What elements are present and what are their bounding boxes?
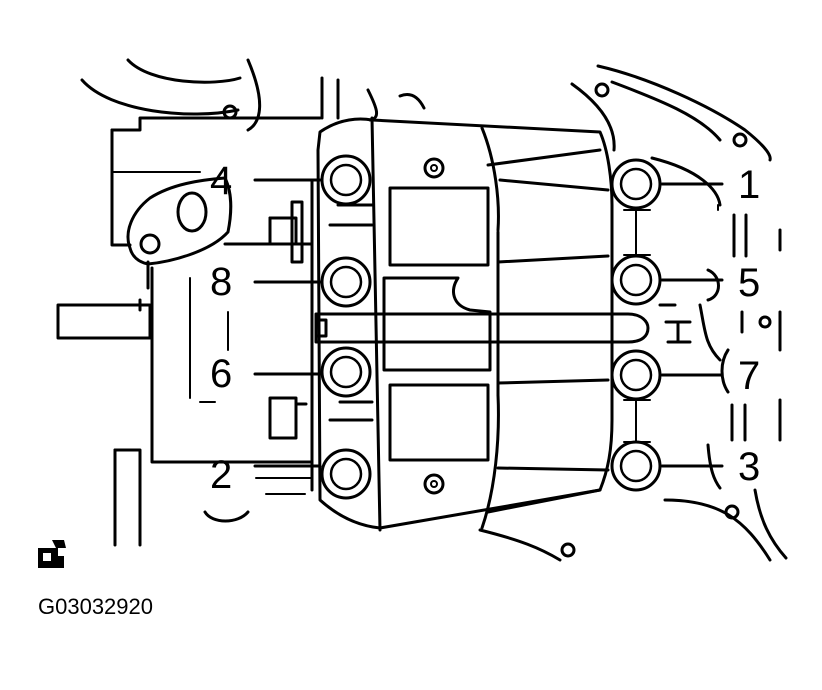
bolt-number-labels: 4 8 6 2 1 5 7 3 <box>210 159 760 497</box>
bearing-cap-body <box>310 116 614 532</box>
tie-bar <box>314 312 650 344</box>
figure-code: G03032920 <box>38 594 153 619</box>
bolt-1 <box>610 158 662 210</box>
bolt-label-5: 5 <box>738 261 760 305</box>
bolt-3 <box>610 440 662 492</box>
engine-block-outline <box>56 58 426 547</box>
bolt-4 <box>320 154 372 206</box>
bolt-6 <box>320 346 372 398</box>
bolt-5 <box>610 254 662 306</box>
bolt-2 <box>320 448 372 500</box>
bolt-label-6: 6 <box>210 352 232 396</box>
bolt-label-4: 4 <box>210 159 232 203</box>
bolt-8 <box>320 256 372 308</box>
bolt-label-3: 3 <box>738 445 760 489</box>
bolt-label-8: 8 <box>210 260 232 304</box>
torque-wrench-icon <box>38 540 66 568</box>
bolt-label-1: 1 <box>738 163 760 207</box>
bolt-7 <box>610 349 662 401</box>
bolt-label-7: 7 <box>738 354 760 398</box>
engine-block-outline-right <box>478 64 788 562</box>
bolt-label-2: 2 <box>210 453 232 497</box>
leader-lines <box>253 178 724 468</box>
